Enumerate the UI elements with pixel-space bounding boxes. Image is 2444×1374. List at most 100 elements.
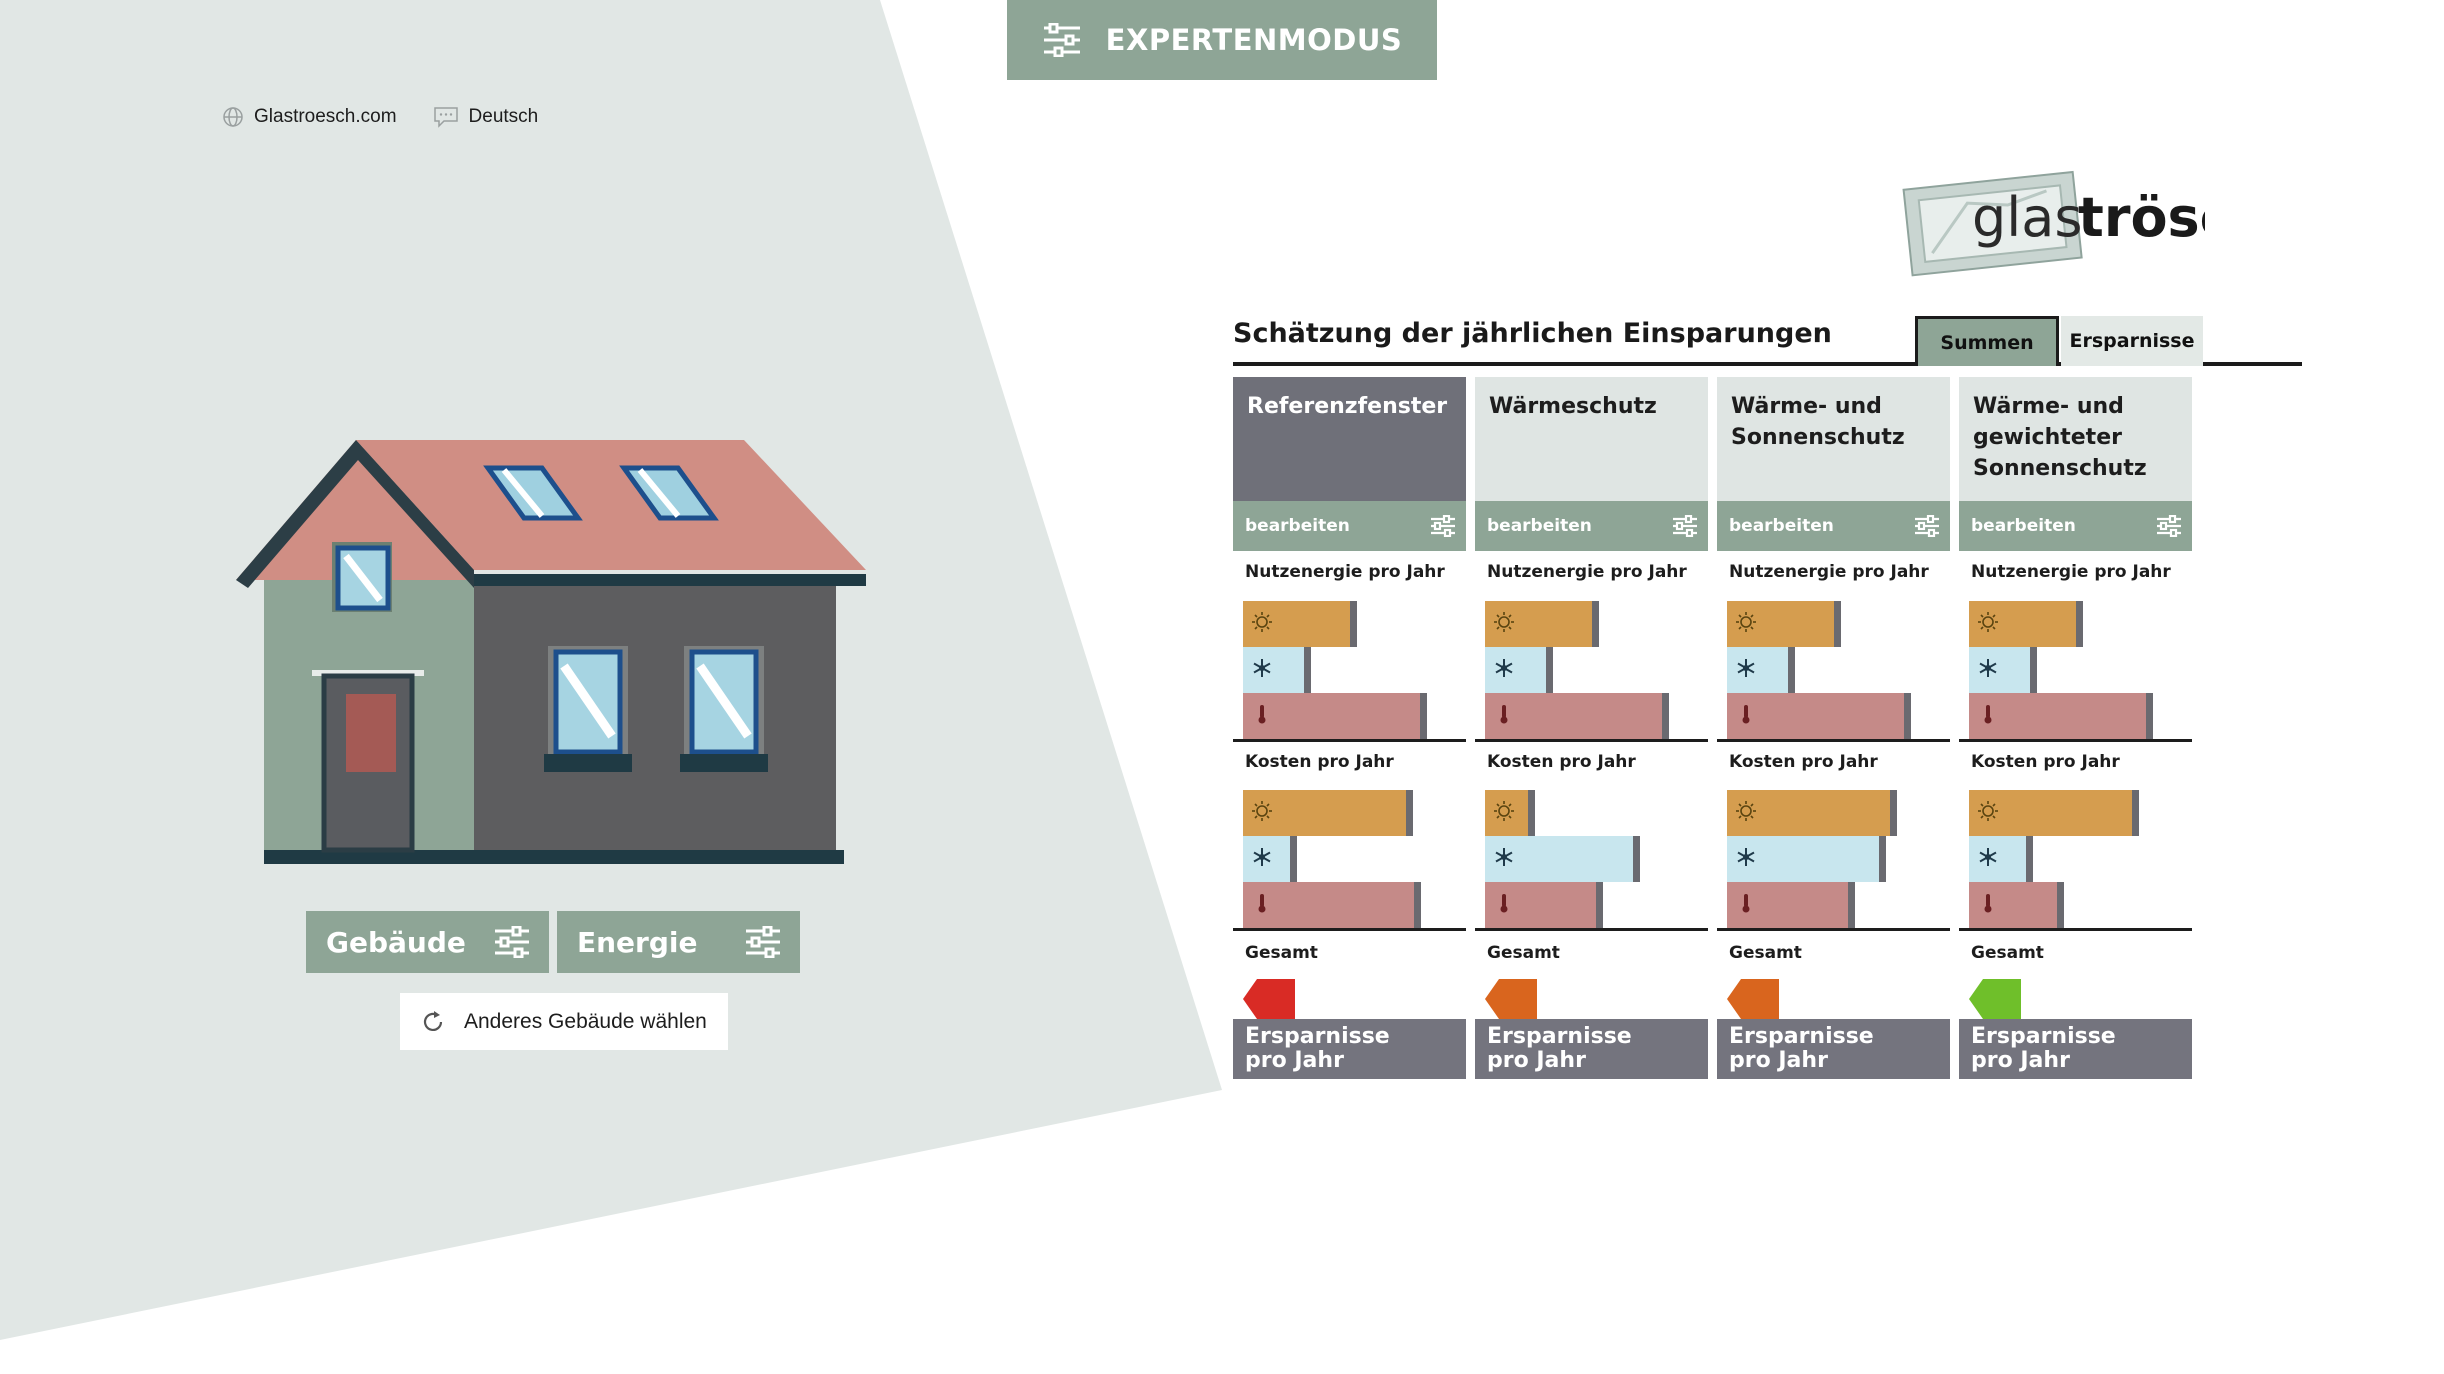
svg-text:glas: glas — [1972, 186, 2083, 249]
energy-bar-heat — [1243, 693, 1427, 739]
thermometer-icon — [1977, 892, 1999, 919]
energy-bar-cool — [1243, 647, 1311, 693]
energy-rating-flag — [1969, 979, 2021, 1019]
edit-label: bearbeiten — [1487, 516, 1592, 536]
energy-section-label: Nutzenergie pro Jahr — [1729, 562, 1929, 582]
top-links: Glastroesch.com Deutsch — [222, 106, 538, 128]
expert-mode-button[interactable]: EXPERTENMODUS — [1007, 0, 1437, 80]
svg-text:trösch: trösch — [2078, 186, 2205, 249]
speech-bubble-icon — [433, 107, 458, 128]
sliders-icon — [746, 926, 780, 958]
energy-bar-cool — [1485, 647, 1553, 693]
tab-summen[interactable]: Summen — [1915, 316, 2059, 366]
edit-label: bearbeiten — [1729, 516, 1834, 536]
cost-bar-heat — [1969, 882, 2064, 928]
cost-bar-cool — [1727, 836, 1886, 882]
sun-icon — [1735, 800, 1757, 827]
panel-title: Schätzung der jährlichen Einsparungen — [1233, 318, 1832, 349]
section-divider — [1475, 739, 1708, 742]
cost-bar-cool — [1243, 836, 1297, 882]
energy-bar-heat — [1727, 693, 1911, 739]
gebaeude-label: Gebäude — [326, 925, 466, 959]
column-title: Referenzfenster — [1233, 377, 1466, 501]
gebaeude-button[interactable]: Gebäude — [306, 911, 549, 973]
savings-line-1: Ersparnisse — [1245, 1024, 1390, 1049]
snowflake-icon — [1977, 657, 1999, 684]
cost-bar-heat — [1485, 882, 1603, 928]
panel-title-underline — [1233, 362, 2302, 366]
cost-bar-heat — [1243, 882, 1421, 928]
comparison-column: Wärme- und gewichteter Sonnenschutz bearb… — [1959, 377, 2192, 1079]
energy-section-label: Nutzenergie pro Jahr — [1487, 562, 1687, 582]
cost-bar-cool — [1969, 836, 2033, 882]
savings-line-1: Ersparnisse — [1487, 1024, 1632, 1049]
language-selector[interactable]: Deutsch — [433, 106, 538, 128]
section-divider — [1717, 928, 1950, 931]
sun-icon — [1735, 611, 1757, 638]
energy-rating-flag — [1485, 979, 1537, 1019]
snowflake-icon — [1735, 657, 1757, 684]
sun-icon — [1977, 611, 1999, 638]
savings-line-2: pro Jahr — [1971, 1048, 2070, 1073]
savings-line-1: Ersparnisse — [1971, 1024, 2116, 1049]
energy-bar-sun — [1243, 601, 1357, 647]
savings-line-1: Ersparnisse — [1729, 1024, 1874, 1049]
section-divider — [1959, 928, 2192, 931]
section-divider — [1233, 928, 1466, 931]
sun-icon — [1251, 800, 1273, 827]
sun-icon — [1493, 800, 1515, 827]
section-divider — [1475, 928, 1708, 931]
edit-button[interactable]: bearbeiten — [1959, 501, 2192, 551]
snowflake-icon — [1251, 846, 1273, 873]
sliders-icon — [495, 926, 529, 958]
website-link[interactable]: Glastroesch.com — [222, 106, 397, 128]
cost-bar-sun — [1727, 790, 1897, 836]
savings-line-2: pro Jahr — [1729, 1048, 1828, 1073]
edit-button[interactable]: bearbeiten — [1233, 501, 1466, 551]
savings-line-2: pro Jahr — [1245, 1048, 1344, 1073]
costs-section-label: Kosten pro Jahr — [1729, 752, 1878, 772]
energy-bar-sun — [1969, 601, 2083, 647]
sliders-icon — [1915, 515, 1939, 537]
edit-button[interactable]: bearbeiten — [1717, 501, 1950, 551]
column-title: Wärmeschutz — [1475, 377, 1708, 501]
section-divider — [1233, 739, 1466, 742]
section-divider — [1959, 739, 2192, 742]
costs-section-label: Kosten pro Jahr — [1487, 752, 1636, 772]
total-section-label: Gesamt — [1729, 943, 1802, 963]
column-title: Wärme- und gewichteter Sonnenschutz — [1959, 377, 2192, 501]
energy-bar-cool — [1727, 647, 1795, 693]
refresh-icon — [423, 1010, 443, 1031]
total-section-label: Gesamt — [1487, 943, 1560, 963]
cost-bar-sun — [1485, 790, 1535, 836]
costs-section-label: Kosten pro Jahr — [1971, 752, 2120, 772]
costs-section-label: Kosten pro Jahr — [1245, 752, 1394, 772]
edit-label: bearbeiten — [1971, 516, 2076, 536]
column-title: Wärme- und Sonnenschutz — [1717, 377, 1950, 501]
expert-mode-label: EXPERTENMODUS — [1105, 23, 1403, 57]
cost-bar-sun — [1969, 790, 2139, 836]
thermometer-icon — [1735, 892, 1757, 919]
edit-button[interactable]: bearbeiten — [1475, 501, 1708, 551]
energy-bar-sun — [1485, 601, 1599, 647]
savings-line-2: pro Jahr — [1487, 1048, 1586, 1073]
sliders-icon — [1043, 23, 1080, 57]
snowflake-icon — [1251, 657, 1273, 684]
sun-icon — [1251, 611, 1273, 638]
snowflake-icon — [1977, 846, 1999, 873]
tab-ersparnisse[interactable]: Ersparnisse — [2061, 316, 2203, 366]
website-link-label: Glastroesch.com — [254, 106, 397, 127]
snowflake-icon — [1493, 846, 1515, 873]
other-building-button[interactable]: Anderes Gebäude wählen — [400, 993, 728, 1050]
energie-button[interactable]: Energie — [557, 911, 800, 973]
total-section-label: Gesamt — [1245, 943, 1318, 963]
energy-bar-heat — [1969, 693, 2153, 739]
globe-icon — [223, 107, 243, 127]
sun-icon — [1493, 611, 1515, 638]
thermometer-icon — [1251, 703, 1273, 730]
house-illustration — [236, 440, 866, 864]
